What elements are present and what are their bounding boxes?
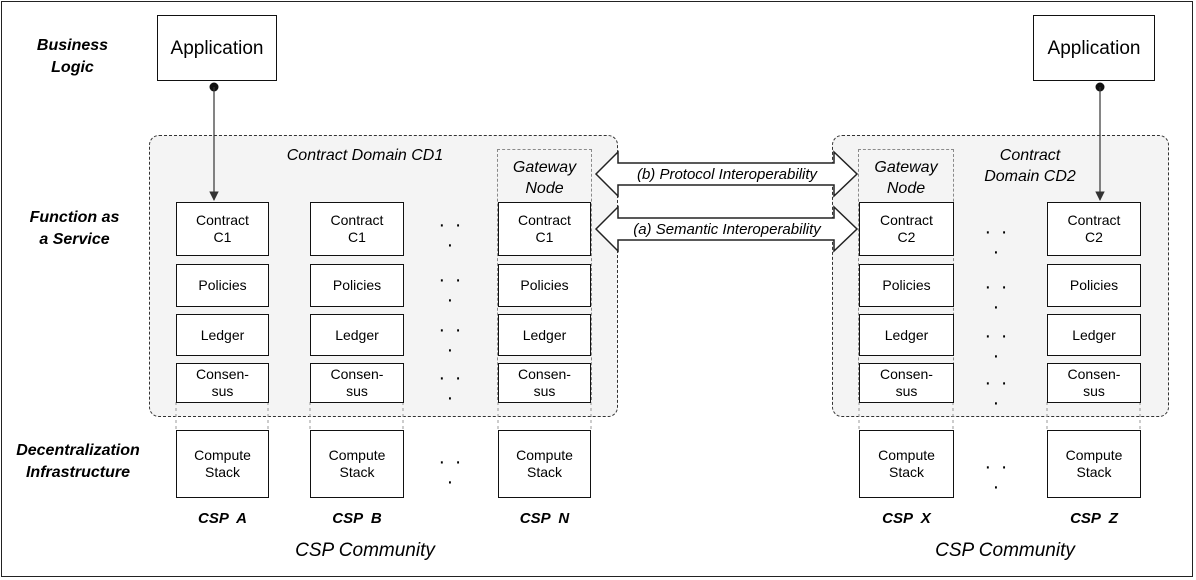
ledger-csp-n: Ledger [498, 314, 591, 356]
csp-label-a: CSP A [198, 510, 247, 527]
consensus-csp-z: Consen- sus [1047, 363, 1141, 403]
column-guides [175, 402, 1141, 430]
consensus-csp-n: Consen- sus [498, 363, 591, 403]
ledger-csp-a: Ledger [176, 314, 269, 356]
layer-label-function-as-a-service: Function as a Service [29, 209, 120, 248]
policies-csp-x: Policies [859, 264, 954, 307]
ellipsis-policies-left: · · · [438, 269, 464, 311]
csp-community-label-left: CSP Community [295, 540, 435, 561]
ledger-csp-b: Ledger [310, 314, 404, 356]
csp-label-b: CSP B [332, 510, 382, 527]
gateway-node-cd2-label: Gateway Node [874, 159, 938, 197]
consensus-csp-a: Consen- sus [176, 363, 269, 403]
contract-c1-csp-a: Contract C1 [176, 202, 269, 256]
semantic-interoperability-label: (a) Semantic Interoperability [633, 221, 821, 238]
ellipsis-ledger-left: · · · [438, 319, 464, 361]
ledger-csp-x: Ledger [859, 314, 954, 356]
consensus-csp-b: Consen- sus [310, 363, 404, 403]
contract-domain-cd1-title: Contract Domain CD1 [286, 147, 444, 164]
contract-c2-csp-x: Contract C2 [859, 202, 954, 256]
protocol-interoperability-arrow [594, 150, 859, 198]
contract-c2-csp-z: Contract C2 [1047, 202, 1141, 256]
ellipsis-ledger-right: · · · [984, 325, 1010, 367]
policies-csp-z: Policies [1047, 264, 1141, 307]
layer-label-decentralization-infrastructure: Decentralization Infrastructure [16, 442, 140, 481]
ellipsis-consensus-left: · · · [438, 367, 464, 409]
layer-label-business-logic: Business Logic [36, 37, 109, 76]
policies-csp-a: Policies [176, 264, 269, 307]
contract-c1-csp-b: Contract C1 [310, 202, 404, 256]
protocol-interoperability-label: (b) Protocol Interoperability [636, 166, 818, 183]
app-connector-left [209, 82, 219, 201]
csp-label-x: CSP X [882, 510, 931, 527]
gateway-node-cd1-label: Gateway Node [512, 159, 577, 197]
compute-stack-csp-n: Compute Stack [498, 430, 591, 498]
compute-stack-csp-x: Compute Stack [859, 430, 954, 498]
ellipsis-contract-right: · · · [984, 221, 1010, 263]
contract-c1-csp-n: Contract C1 [498, 202, 591, 256]
app-connector-right [1095, 82, 1105, 201]
ledger-csp-z: Ledger [1047, 314, 1141, 356]
csp-label-n: CSP N [519, 510, 570, 527]
policies-csp-b: Policies [310, 264, 404, 307]
consensus-csp-x: Consen- sus [859, 363, 954, 403]
ellipsis-consensus-right: · · · [984, 372, 1010, 414]
contract-domain-cd2-title: Contract Domain CD2 [984, 147, 1076, 185]
application-box-right: Application [1033, 15, 1155, 81]
ellipsis-compute-right: · · · [984, 456, 1010, 498]
ellipsis-contract-left: · · · [438, 214, 464, 256]
csp-community-label-right: CSP Community [935, 540, 1075, 561]
csp-label-z: CSP Z [1070, 510, 1118, 527]
application-box-left: Application [157, 15, 277, 81]
semantic-interoperability-arrow [594, 205, 859, 253]
policies-csp-n: Policies [498, 264, 591, 307]
compute-stack-csp-a: Compute Stack [176, 430, 269, 498]
compute-stack-csp-b: Compute Stack [310, 430, 404, 498]
compute-stack-csp-z: Compute Stack [1047, 430, 1141, 498]
ellipsis-compute-left: · · · [438, 451, 464, 493]
ellipsis-policies-right: · · · [984, 276, 1010, 318]
